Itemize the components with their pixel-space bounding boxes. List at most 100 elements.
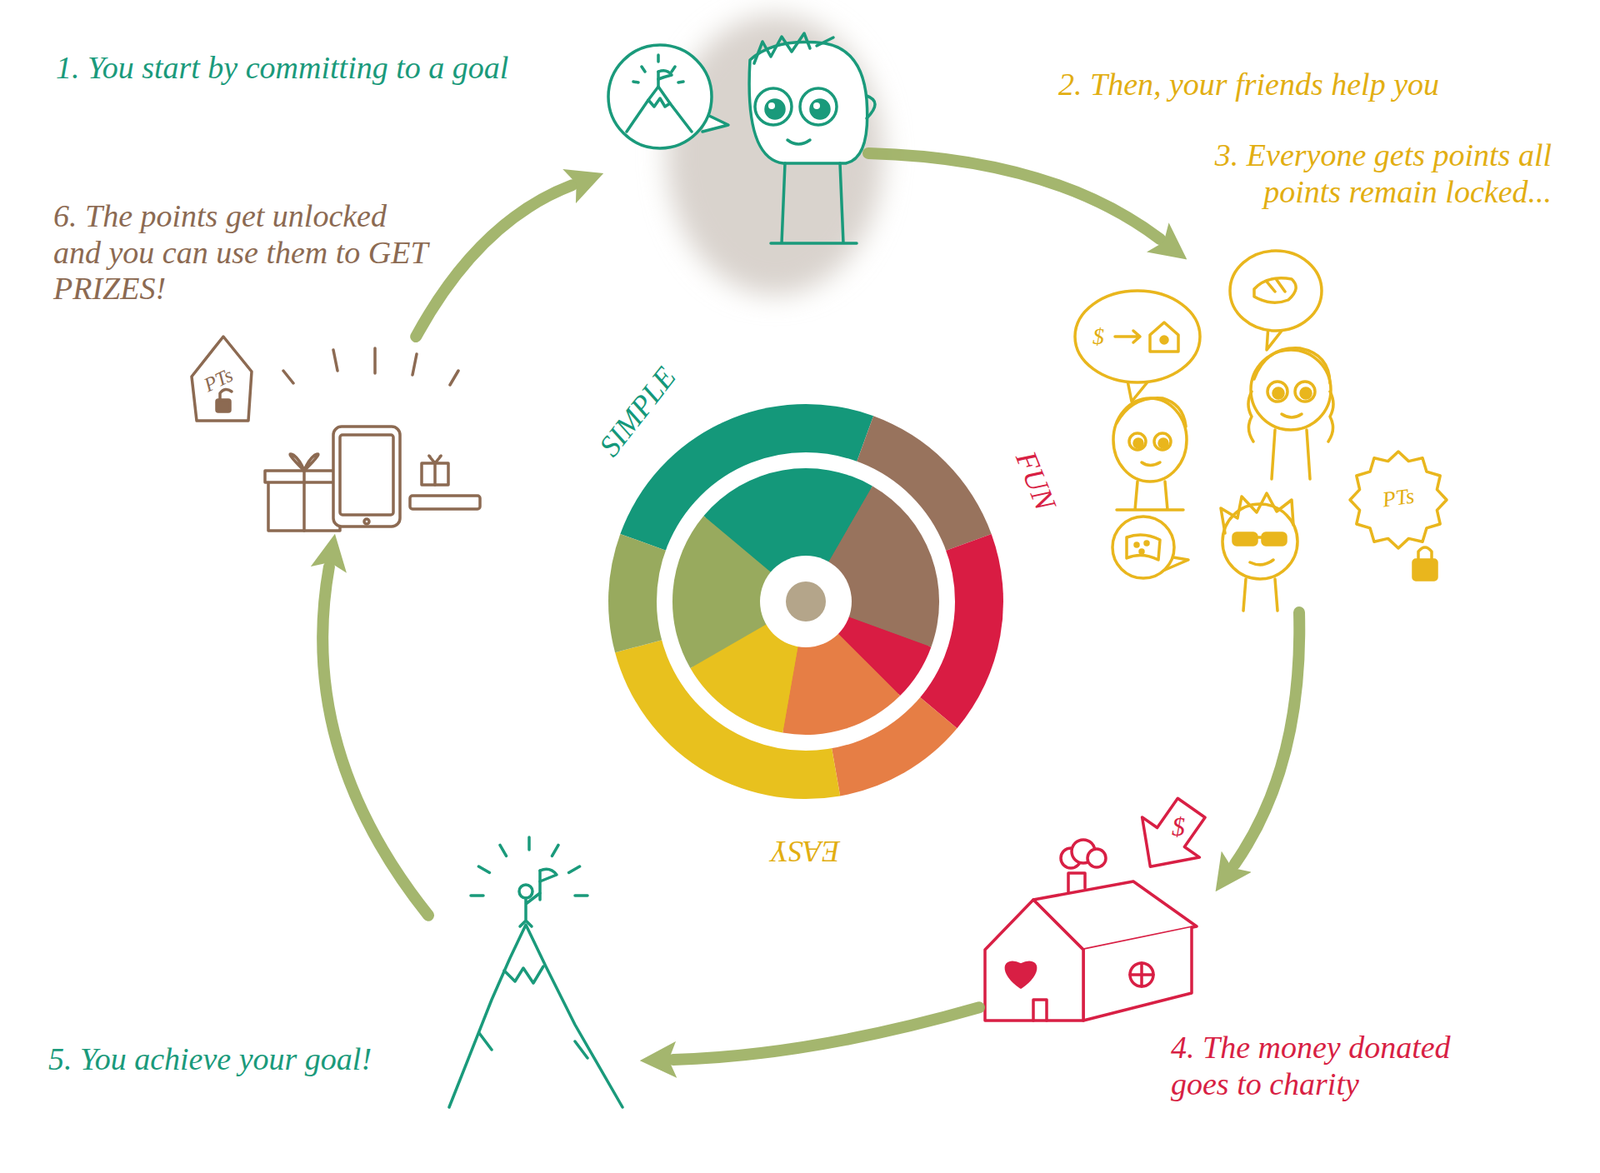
friends-illustration <box>1254 278 1296 303</box>
picture-label: PTs <box>1380 485 1415 511</box>
logo-wheel <box>608 404 1004 800</box>
step-group: 6. The points get unlocked and you can u… <box>189 336 480 536</box>
friends-illustration <box>1230 250 1322 331</box>
friends-illustration <box>1145 541 1149 545</box>
friends-illustration <box>1248 391 1334 442</box>
charity-house-illustration <box>1130 963 1154 987</box>
logo-wheel <box>760 555 852 648</box>
friends-illustration <box>1141 462 1160 466</box>
summit-illustration <box>538 870 542 900</box>
step-text: 3. Everyone gets points all points remai… <box>1141 137 1552 210</box>
friends-illustration <box>1154 433 1171 450</box>
friends-illustration <box>1075 290 1200 383</box>
prizes-illustration <box>191 336 252 421</box>
summit-illustration <box>479 1033 588 1059</box>
prizes-illustration <box>191 336 480 531</box>
charity-house-illustration <box>1005 962 1035 988</box>
goal-boy-illustration <box>770 163 857 244</box>
summit-illustration <box>504 966 544 984</box>
goal-boy-illustration <box>754 33 834 64</box>
step-text: 5. You achieve your goal! <box>48 1041 424 1079</box>
goal-boy-illustration <box>608 33 875 244</box>
goal-boy-illustration <box>608 15 884 295</box>
goal-boy-illustration <box>768 102 775 110</box>
picture-label: $ <box>1171 813 1185 840</box>
cycle-arrow <box>868 153 1160 240</box>
goal-boy-illustration <box>787 140 810 145</box>
friends-illustration <box>1140 550 1144 554</box>
goal-boy-illustration <box>800 88 837 125</box>
friends-illustration <box>1134 439 1143 448</box>
prizes-illustration <box>364 519 370 525</box>
prizes-illustration <box>410 495 480 510</box>
picture-label: $ <box>1092 325 1105 349</box>
summit-illustration <box>519 885 533 899</box>
prizes-illustration <box>220 389 232 400</box>
summit-illustration <box>520 893 540 927</box>
friends-illustration <box>1271 430 1310 480</box>
friends-illustration <box>1115 330 1140 343</box>
friends-illustration <box>1267 381 1288 402</box>
goal-boy-illustration <box>658 70 672 80</box>
charity-house-illustration <box>1087 849 1106 868</box>
step-text: 4. The money donated goes to charity <box>1170 1030 1505 1103</box>
goal-boy-illustration <box>666 15 884 295</box>
friends-illustration <box>1135 543 1139 547</box>
friends-illustration <box>1300 388 1311 399</box>
cycle-arrow <box>415 185 572 337</box>
charity-house-illustration <box>985 900 1084 1021</box>
friends-illustration <box>1418 547 1432 560</box>
prizes-illustration <box>290 454 319 471</box>
prizes-illustration <box>283 348 459 385</box>
goal-boy-illustration <box>866 95 875 119</box>
friends-illustration <box>1273 388 1284 399</box>
friends-illustration <box>1112 516 1175 579</box>
friends-illustration <box>1220 493 1294 534</box>
friends-illustration <box>1413 560 1437 580</box>
goal-boy-illustration <box>813 102 820 110</box>
picture-label: SIMPLE <box>594 361 682 462</box>
goal-boy-illustration <box>765 100 785 119</box>
goal-boy-illustration <box>749 42 868 164</box>
summit-illustration <box>540 869 557 882</box>
prizes-illustration <box>340 435 394 515</box>
charity-house-illustration <box>1130 963 1154 987</box>
picture-label: FUN <box>1010 447 1061 515</box>
prizes-illustration <box>302 470 306 531</box>
friends-illustration <box>1256 535 1263 540</box>
friends-illustration <box>1350 451 1447 549</box>
logo-wheel <box>665 461 946 742</box>
cycle-arrow <box>322 566 429 915</box>
friends-illustration <box>1113 398 1187 482</box>
friends-illustration <box>1295 381 1315 402</box>
step-text: 2. Then, your friends help you <box>1058 66 1542 104</box>
goal-boy-illustration <box>810 100 830 119</box>
friends-illustration <box>1116 481 1184 510</box>
goal-boy-illustration <box>755 88 792 125</box>
friends-illustration <box>1243 579 1278 611</box>
friends-illustration <box>1250 560 1274 565</box>
prizes-illustration <box>333 426 400 527</box>
charity-house-illustration <box>1033 1000 1047 1021</box>
friends-illustration <box>1262 533 1286 545</box>
friends-illustration <box>1075 250 1447 611</box>
friends-illustration <box>1159 439 1168 448</box>
goal-boy-illustration <box>626 86 692 132</box>
step-group: 1. You start by committing to a goal <box>601 8 869 305</box>
friends-illustration <box>1126 535 1160 560</box>
friends-illustration <box>1150 322 1179 352</box>
friends-illustration <box>1160 336 1168 344</box>
goal-boy-illustration <box>608 45 712 149</box>
step-text: 6. The points get unlocked and you can u… <box>53 198 429 308</box>
summit-illustration <box>449 837 623 1108</box>
charity-house-illustration <box>1121 788 1220 888</box>
logo-wheel <box>785 581 826 622</box>
goal-boy-illustration <box>648 98 670 107</box>
summit-illustration <box>449 925 623 1108</box>
charity-house-illustration <box>985 788 1220 1021</box>
step-group: 2. Then, your friends help you3. Everyon… <box>1071 258 1451 613</box>
friends-illustration <box>1129 433 1146 450</box>
prizes-illustration <box>216 400 230 412</box>
summit-illustration <box>470 837 588 896</box>
